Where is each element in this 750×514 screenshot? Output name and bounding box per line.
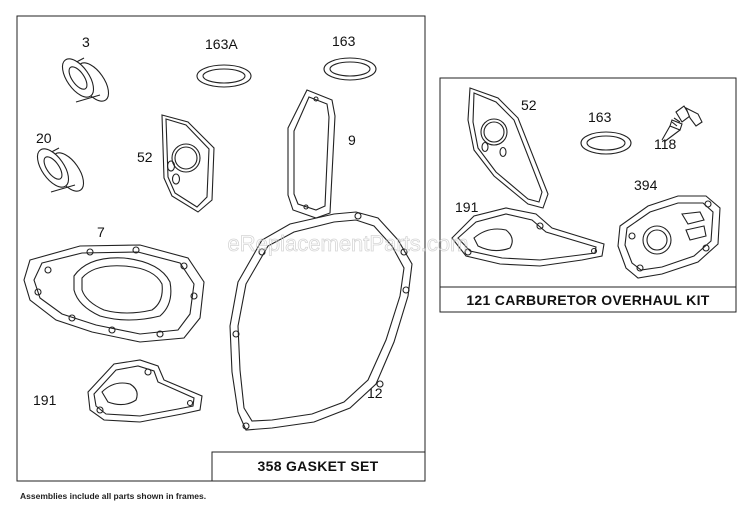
part-12-crankcase-gasket[interactable]: 12: [229, 211, 413, 431]
kit-part-118-needle[interactable]: 118: [654, 105, 703, 152]
part-52-gasket[interactable]: 52: [137, 114, 215, 213]
part-3-oil-seal[interactable]: 3: [56, 34, 114, 106]
part-191-intake-gasket[interactable]: 191: [33, 359, 203, 423]
gasket-set-caption: 358 GASKET SET: [258, 458, 379, 474]
kit-part-label-52: 52: [521, 97, 537, 113]
gasket-set-frame: 358 GASKET SET: [16, 15, 426, 482]
kit-part-394-diaphragm[interactable]: 394: [617, 177, 721, 279]
part-label-7: 7: [97, 224, 105, 240]
kit-part-label-191: 191: [455, 199, 479, 215]
part-20-oil-seal[interactable]: 20: [31, 130, 89, 196]
part-9-breather-gasket[interactable]: 9: [287, 89, 356, 219]
part-163a-o-ring[interactable]: 163A: [196, 36, 252, 88]
kit-part-191-intake-gasket[interactable]: 191: [451, 199, 605, 267]
watermark: eReplacementParts.com: [228, 231, 469, 256]
carb-kit-frame: 121 CARBURETOR OVERHAUL KIT: [439, 77, 737, 313]
kit-part-label-394: 394: [634, 177, 658, 193]
part-label-3: 3: [82, 34, 90, 50]
carb-kit-caption: 121 CARBURETOR OVERHAUL KIT: [466, 292, 709, 308]
part-7-head-gasket[interactable]: 7: [23, 224, 205, 343]
part-label-163: 163: [332, 33, 356, 49]
footnote: Assemblies include all parts shown in fr…: [20, 491, 206, 501]
part-label-52: 52: [137, 149, 153, 165]
part-label-20: 20: [36, 130, 52, 146]
part-label-191: 191: [33, 392, 57, 408]
kit-part-label-118: 118: [654, 136, 677, 152]
part-163-o-ring[interactable]: 163: [323, 33, 377, 81]
part-label-9: 9: [348, 132, 356, 148]
kit-part-52-gasket[interactable]: 52: [467, 87, 549, 209]
part-label-163a: 163A: [205, 36, 238, 52]
gasket-set-caption-box: [211, 451, 426, 482]
kit-part-163-o-ring[interactable]: 163: [580, 109, 632, 155]
carb-kit-border: [439, 77, 737, 313]
kit-part-label-163: 163: [588, 109, 612, 125]
